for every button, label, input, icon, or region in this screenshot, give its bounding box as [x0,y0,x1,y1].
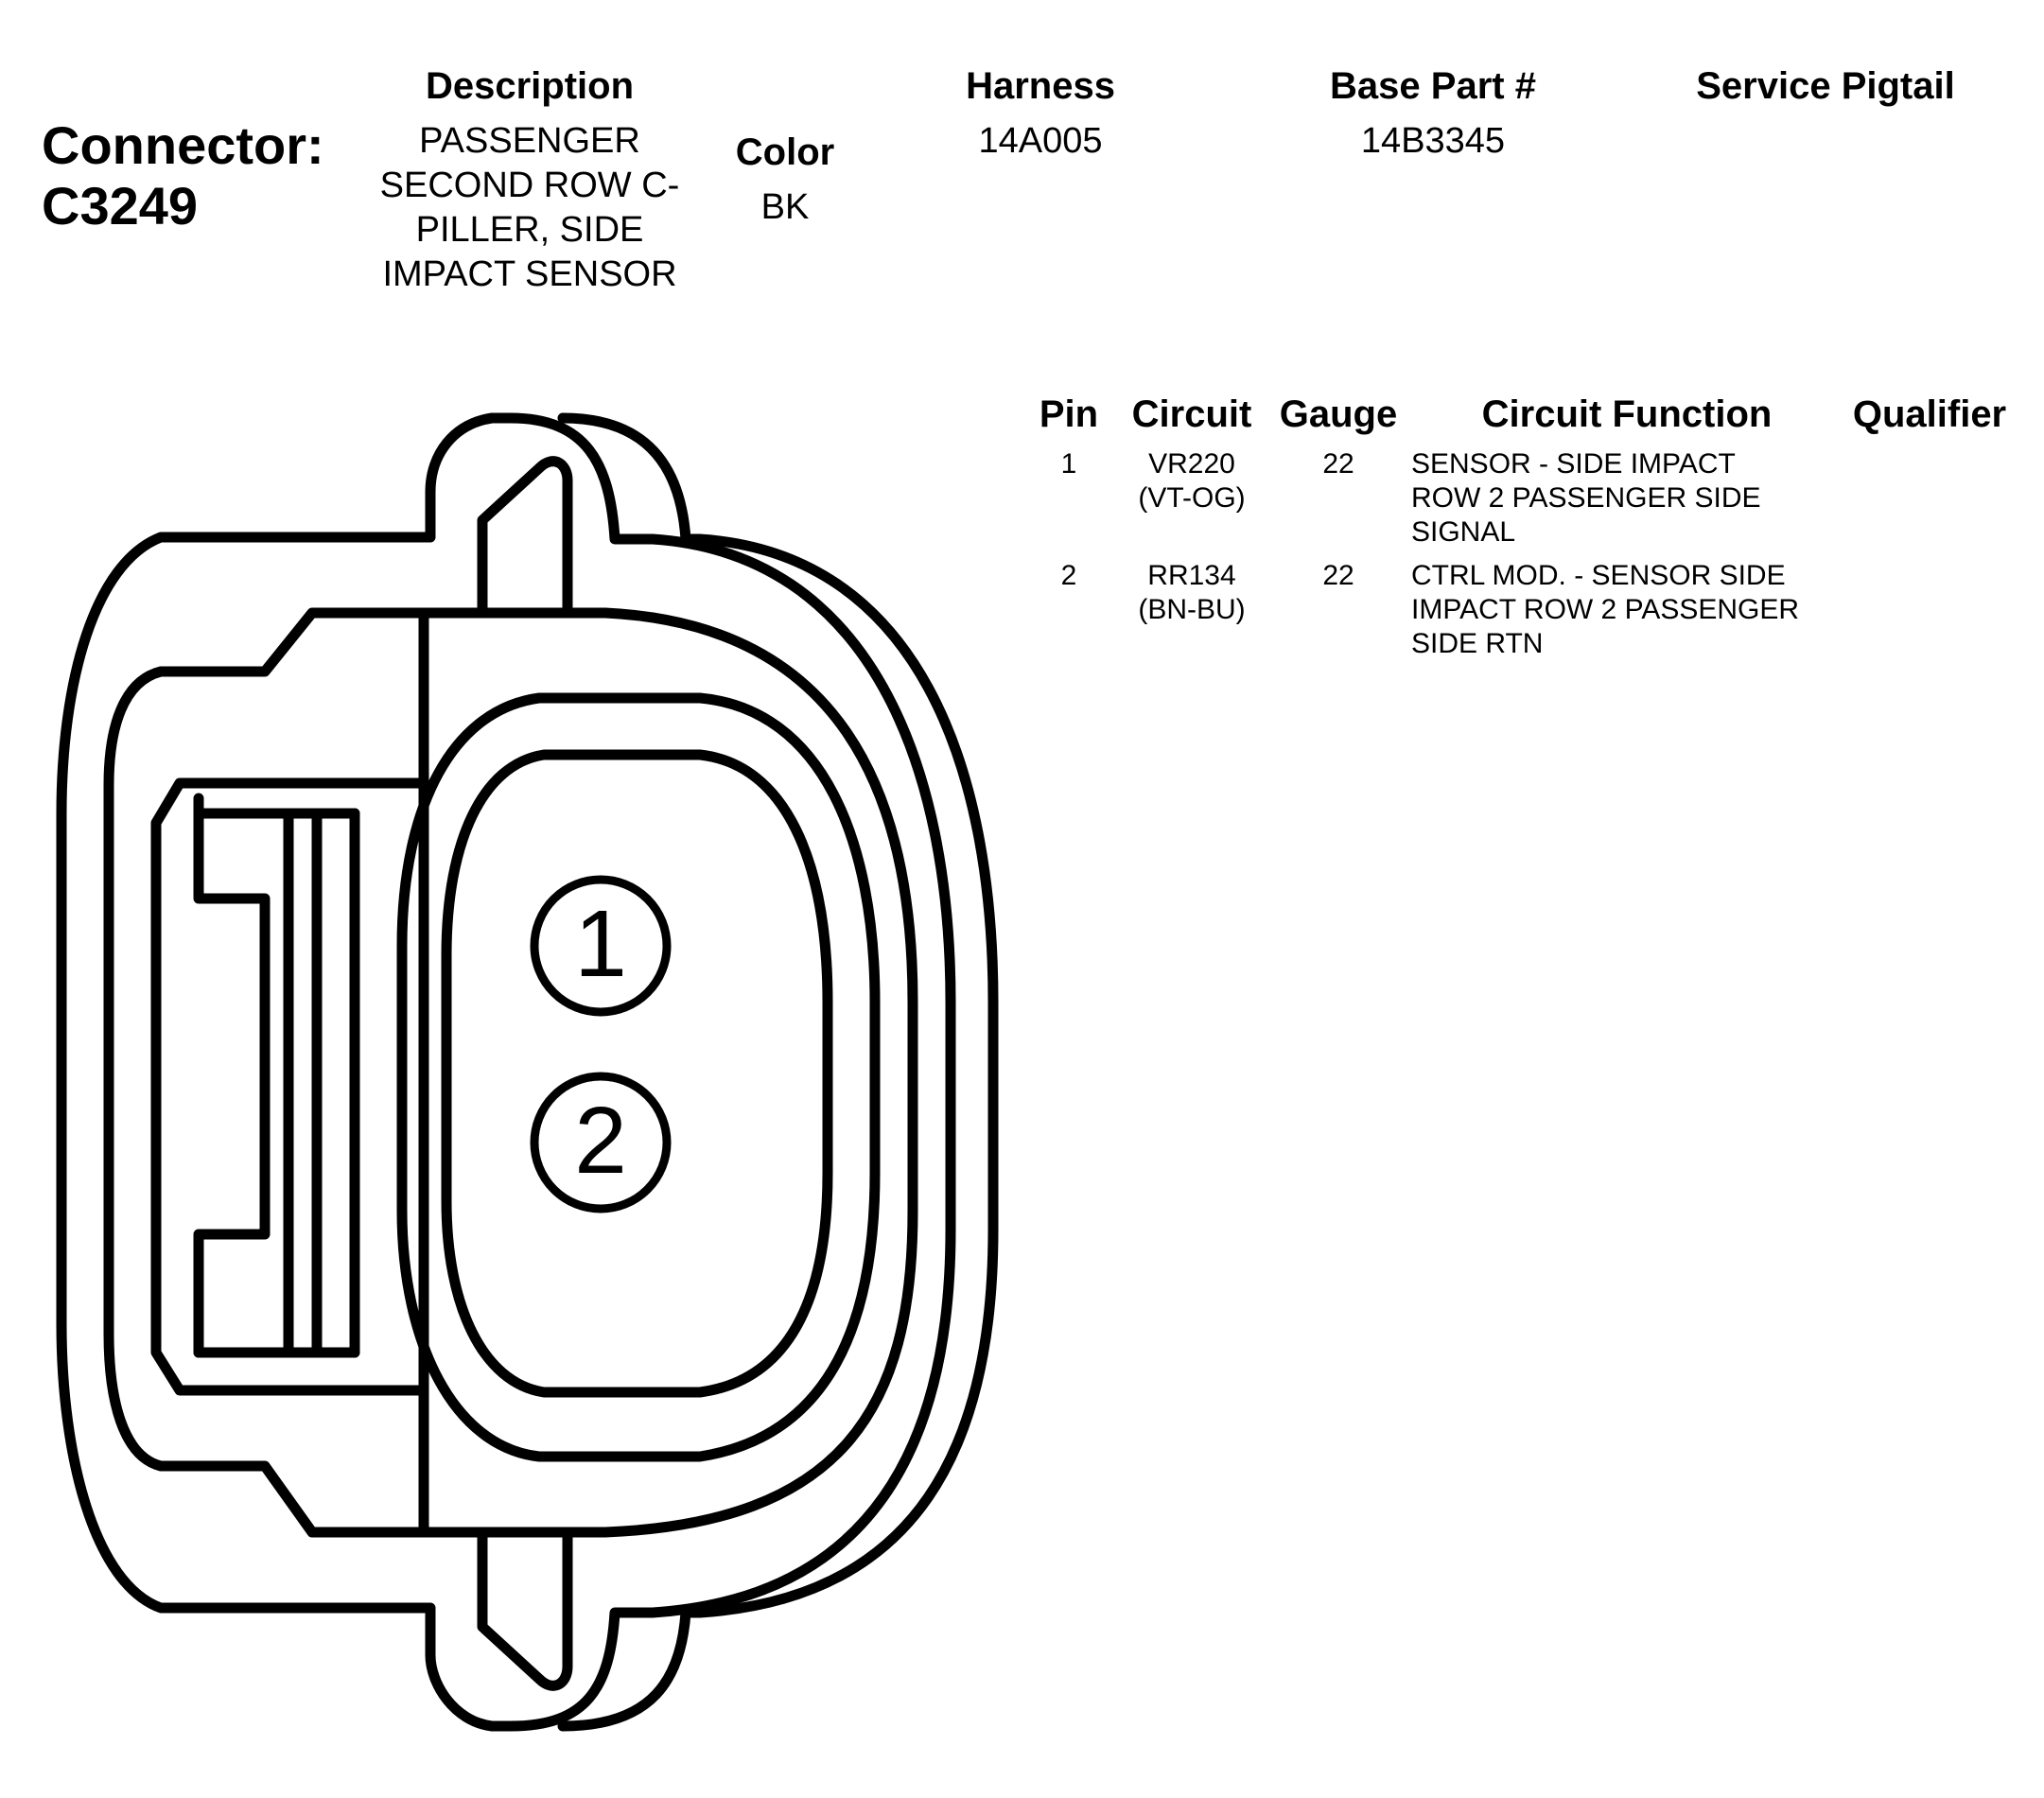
description-header: Description [425,65,635,107]
description-line: PILLER, SIDE [415,210,644,250]
mating-cavity-inner [441,749,833,1398]
circuit-color: (VT-OG) [1138,482,1246,514]
pin-number: 2 [1060,560,1077,591]
circuit-id: RR134 [1147,560,1236,591]
circuit-cell: VR220 (VT-OG) [1116,447,1267,515]
latch-hook-top [477,456,573,619]
description-line: SECOND ROW C- [379,166,680,205]
harness-value: 14A005 [978,121,1103,161]
table-row: 1 VR220 (VT-OG) 22 SENSOR - SIDE IMPACT … [1026,447,2029,551]
pin-table-header-function: Circuit Function [1481,393,1773,435]
function-line: IMPACT ROW 2 PASSENGER [1411,594,1800,625]
lock-bracket [150,777,429,1396]
gauge-cell: 22 [1322,448,1354,480]
color-value: BK [760,187,810,227]
connector-id: C3249 [42,176,199,236]
harness-header: Harness [966,65,1115,107]
pin-table-header-gauge: Gauge [1279,393,1398,435]
table-row: 2 RR134 (BN-BU) 22 CTRL MOD. - SENSOR SI… [1026,559,2029,663]
pin-cavity-1 [530,875,672,1017]
pin-table-header-circuit: Circuit [1131,393,1252,435]
service-pigtail-header: Service Pigtail [1696,65,1955,107]
color-header: Color [735,131,835,173]
pin-label-2: 2 [574,1088,627,1194]
mating-cavity-outer [396,692,881,1462]
connector-outer-back-shell [557,412,999,1732]
function-line: SIDE RTN [1411,628,1544,659]
pin-label-1: 1 [574,891,627,997]
pin-table-header-qualifier: Qualifier [1852,393,2007,435]
connector-label: Connector: [42,115,324,175]
pin-cavity-2 [530,1072,672,1213]
connector-title: Connector: C3249 [42,115,324,236]
latch-hook-bottom [477,1527,573,1691]
description-value: PASSENGER SECOND ROW C- PILLER, SIDE IMP… [341,119,719,297]
pin-table-header-pin: Pin [1039,393,1099,435]
circuit-cell: RR134 (BN-BU) [1116,559,1267,627]
description-line: IMPACT SENSOR [382,254,677,294]
function-line: CTRL MOD. - SENSOR SIDE [1411,560,1786,591]
connector-inner-frame [103,607,918,1538]
base-part-header: Base Part # [1330,65,1536,107]
description-line: PASSENGER [419,121,640,161]
base-part-value: 14B3345 [1360,121,1506,161]
lock-bracket-inner [193,793,271,1358]
circuit-color: (BN-BU) [1138,594,1246,625]
connector-face-diagram: 1 2 [56,412,999,1732]
function-line: SIGNAL [1411,516,1516,548]
connector-outer-shell [56,412,956,1732]
function-cell: SENSOR - SIDE IMPACT ROW 2 PASSENGER SID… [1411,447,1846,550]
pin-number: 1 [1060,448,1077,480]
gauge-cell: 22 [1322,560,1354,591]
circuit-id: VR220 [1148,448,1235,480]
function-cell: CTRL MOD. - SENSOR SIDE IMPACT ROW 2 PAS… [1411,559,1846,661]
function-line: ROW 2 PASSENGER SIDE [1411,482,1761,514]
function-line: SENSOR - SIDE IMPACT [1411,448,1736,480]
